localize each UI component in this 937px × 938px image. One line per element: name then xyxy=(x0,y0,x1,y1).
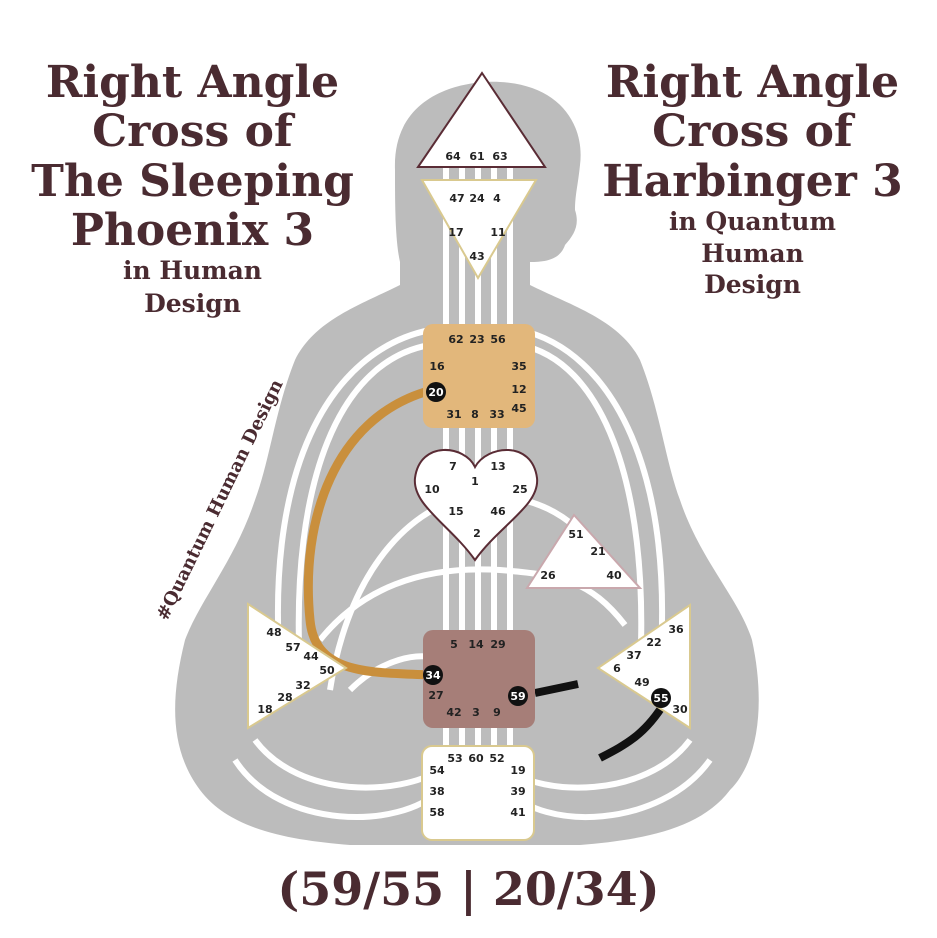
gate-31: 31 xyxy=(446,408,461,421)
gate-60: 60 xyxy=(468,752,484,765)
root-center: 53 60 52 54 19 38 39 58 41 xyxy=(421,745,535,841)
head-center: 64 61 63 xyxy=(416,71,547,168)
heart-center: 51 21 26 40 xyxy=(525,513,643,589)
left-subtitle-line-1: in Human xyxy=(122,256,262,286)
gate-54: 54 xyxy=(429,764,445,777)
gate-50: 50 xyxy=(319,664,335,677)
gate-22: 22 xyxy=(646,636,661,649)
ajna-center: 47 24 4 17 11 43 xyxy=(420,179,538,280)
gate-34: 34 xyxy=(425,669,441,682)
gate-64: 64 xyxy=(445,150,461,163)
gate-2: 2 xyxy=(473,527,481,540)
gate-62: 62 xyxy=(448,333,463,346)
gate-49: 49 xyxy=(634,676,649,689)
left-subtitle-line-2: Design xyxy=(144,288,241,318)
gate-20-marker xyxy=(426,382,446,402)
left-title-line-4: Phoenix 3 xyxy=(70,204,315,256)
gate-56: 56 xyxy=(490,333,506,346)
gate-55: 55 xyxy=(653,692,668,705)
gate-18: 18 xyxy=(257,703,272,716)
left-title-line-3: The Sleeping xyxy=(31,155,354,207)
gate-28: 28 xyxy=(277,691,292,704)
gate-52: 52 xyxy=(489,752,504,765)
gate-40: 40 xyxy=(606,569,622,582)
gate-20: 20 xyxy=(428,386,444,399)
right-cross-title: Right Angle Cross of Harbinger 3 in Quan… xyxy=(585,58,920,301)
gate-33: 33 xyxy=(489,408,504,421)
gate-17: 17 xyxy=(448,226,463,239)
gate-37: 37 xyxy=(626,649,641,662)
gate-39: 39 xyxy=(510,785,525,798)
gate-58: 58 xyxy=(429,806,444,819)
gate-43: 43 xyxy=(469,250,484,263)
gate-10: 10 xyxy=(424,483,440,496)
gate-51: 51 xyxy=(568,528,583,541)
gate-13: 13 xyxy=(490,460,505,473)
gate-16: 16 xyxy=(429,360,445,373)
gate-46: 46 xyxy=(490,505,506,518)
channel-55-39-segment xyxy=(598,699,669,762)
solar-plexus-center: 36 22 37 6 49 55 30 xyxy=(596,603,691,730)
right-subtitle-line-1: in Quantum xyxy=(669,206,836,236)
gate-34-marker xyxy=(423,665,443,685)
gate-24: 24 xyxy=(469,192,485,205)
sacral-center: 5 14 29 34 59 27 42 3 9 xyxy=(423,630,535,728)
gate-45: 45 xyxy=(511,402,526,415)
gate-7: 7 xyxy=(449,460,457,473)
gate-42: 42 xyxy=(446,706,461,719)
gate-53: 53 xyxy=(447,752,462,765)
gate-code-label: (59/55 | 20/34) xyxy=(277,862,660,916)
gate-15: 15 xyxy=(448,505,463,518)
left-cross-title: Right Angle Cross of The Sleeping Phoeni… xyxy=(30,58,355,320)
gate-4: 4 xyxy=(493,192,501,205)
gate-19: 19 xyxy=(510,764,525,777)
gate-35: 35 xyxy=(511,360,526,373)
gate-6: 6 xyxy=(613,662,621,675)
right-title-line-1: Right Angle xyxy=(605,57,900,108)
left-title-line-1: Right Angle xyxy=(45,57,340,108)
channel-59-6-segment xyxy=(534,680,579,697)
right-subtitle-line-2: Human xyxy=(701,238,804,268)
gate-27: 27 xyxy=(428,689,443,702)
gate-21: 21 xyxy=(590,545,605,558)
g-center: 7 1 13 10 25 15 46 2 xyxy=(413,448,539,562)
gate-32: 32 xyxy=(295,679,310,692)
gate-3: 3 xyxy=(472,706,480,719)
gate-59-marker xyxy=(508,686,528,706)
gate-44: 44 xyxy=(303,650,319,663)
gate-14: 14 xyxy=(468,638,484,651)
gate-30: 30 xyxy=(672,703,688,716)
right-title-line-2: Cross of xyxy=(652,106,853,158)
gate-41: 41 xyxy=(510,806,525,819)
channel-20-34 xyxy=(303,387,433,680)
gate-47: 47 xyxy=(449,192,464,205)
gate-57: 57 xyxy=(285,641,300,654)
gate-26: 26 xyxy=(540,569,556,582)
gate-63: 63 xyxy=(492,150,507,163)
gate-25: 25 xyxy=(512,483,527,496)
gate-1: 1 xyxy=(471,475,479,488)
right-subtitle-line-3: Design xyxy=(704,270,801,300)
gate-9: 9 xyxy=(493,706,501,719)
gate-8: 8 xyxy=(471,408,479,421)
right-title-line-3: Harbinger 3 xyxy=(602,155,903,207)
gate-61: 61 xyxy=(469,150,484,163)
gate-36: 36 xyxy=(668,623,684,636)
gate-5: 5 xyxy=(450,638,458,651)
gate-38: 38 xyxy=(429,785,444,798)
gate-12: 12 xyxy=(511,383,526,396)
gate-59: 59 xyxy=(510,690,525,703)
throat-center: 62 23 56 16 35 20 12 45 31 8 33 xyxy=(423,324,535,428)
gate-48: 48 xyxy=(266,626,281,639)
gate-55-marker xyxy=(651,688,671,708)
left-title-line-2: Cross of xyxy=(92,106,293,158)
gate-29: 29 xyxy=(490,638,505,651)
gate-11: 11 xyxy=(490,226,505,239)
spleen-center: 48 57 44 50 32 28 18 xyxy=(247,602,348,730)
gate-23: 23 xyxy=(469,333,484,346)
